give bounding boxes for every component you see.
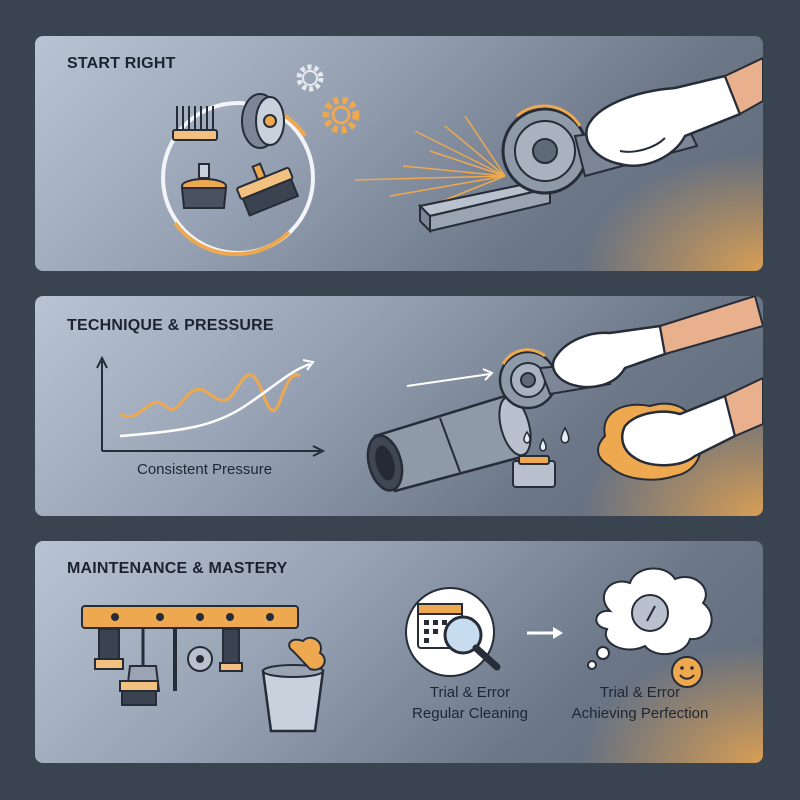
tool-rack-icon: [81, 605, 299, 706]
caption-line: Achieving Perfection: [571, 705, 709, 722]
sparks-icon: [354, 115, 506, 205]
magnifier-icon: [443, 615, 501, 671]
brush-circle-icon: [161, 93, 315, 257]
chart-caption: Consistent Pressure: [137, 461, 273, 478]
bucket-icon: [261, 636, 326, 733]
panel-title: START RIGHT: [67, 55, 176, 72]
maintenance-illustration: [81, 567, 713, 733]
panel-title: MAINTENANCE & MASTERY: [67, 560, 288, 577]
gear-icon: [296, 64, 360, 134]
pipe-icon: [366, 394, 532, 493]
caption-regular-cleaning: Trial & Error Regular Cleaning: [390, 682, 550, 724]
smiley-icon: [671, 656, 703, 688]
glove-icon: [551, 296, 763, 389]
panel-technique-pressure: TECHNIQUE & PRESSURE: [35, 296, 763, 516]
caption-achieving-perfection: Trial & Error Achieving Perfection: [555, 682, 725, 724]
panel-start-right: START RIGHT: [35, 36, 763, 271]
panel-title: TECHNIQUE & PRESSURE: [67, 317, 274, 334]
water-drops-icon: [523, 426, 570, 452]
technique-illustration: [96, 296, 763, 493]
thought-cloud-icon: [587, 567, 713, 670]
container-icon: [512, 455, 556, 488]
panel-maintenance-mastery: MAINTENANCE & MASTERY: [35, 541, 763, 763]
arrow-right-icon: [527, 627, 563, 639]
chart-icon: [96, 355, 326, 457]
start-right-illustration: [161, 56, 763, 257]
glove-icon: [585, 56, 763, 167]
caption-line: Trial & Error: [429, 684, 511, 701]
caption-line: Trial & Error: [599, 684, 681, 701]
glove-icon: [621, 376, 763, 467]
caption-line: Regular Cleaning: [412, 705, 528, 722]
